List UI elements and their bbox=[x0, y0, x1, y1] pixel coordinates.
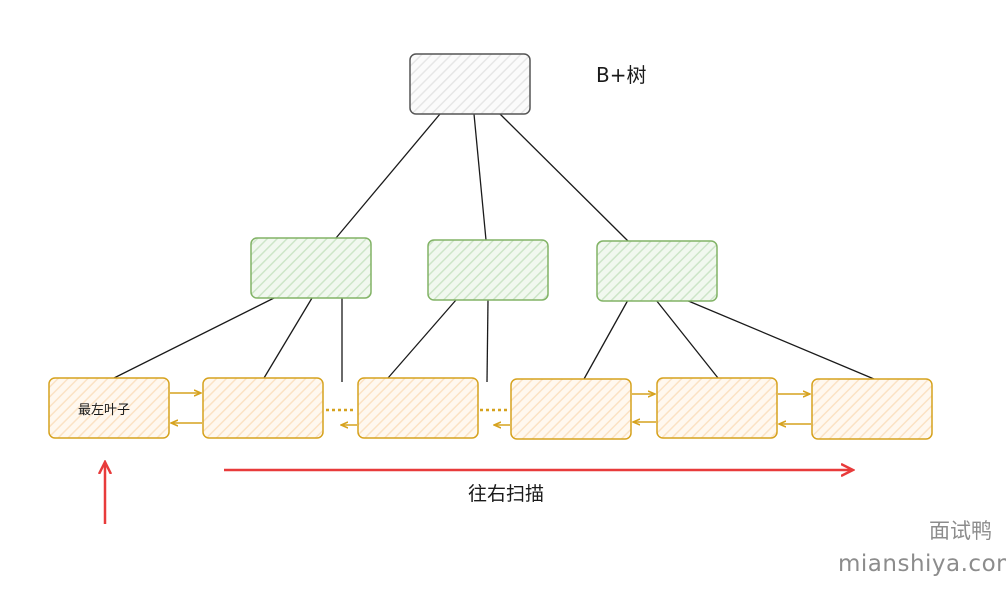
edge-internal-middle-leaf-3 bbox=[387, 299, 457, 379]
leaf-node-2 bbox=[202, 377, 324, 439]
watermark-chinese: 面试鸭 bbox=[929, 519, 992, 543]
edge-internal-left-leaf-2 bbox=[263, 297, 313, 379]
leaf-node-6 bbox=[811, 378, 933, 440]
leaf-links bbox=[170, 393, 811, 425]
edge-internal-right-leaf-5 bbox=[655, 299, 719, 379]
root-node bbox=[409, 53, 531, 115]
watermark-domain: mianshiya.com bbox=[838, 551, 1006, 577]
leaf-first-label: 最左叶子 bbox=[78, 403, 130, 418]
edge-internal-middle-pointer bbox=[486, 299, 489, 383]
leaf-node-1 bbox=[48, 377, 170, 439]
edge-internal-right-leaf-4 bbox=[583, 299, 629, 380]
edge-root-internal-left bbox=[335, 113, 441, 239]
leaf-node-3 bbox=[357, 377, 479, 439]
scan-label: 往右扫描 bbox=[468, 483, 544, 505]
leaf-nodes bbox=[48, 377, 933, 440]
internal-nodes bbox=[250, 237, 718, 302]
edge-root-internal-right bbox=[499, 113, 629, 242]
internal-leaf-edges bbox=[113, 296, 875, 383]
edge-root-internal-middle bbox=[473, 113, 487, 241]
edge-internal-right-leaf-6 bbox=[685, 299, 875, 380]
internal-node-middle bbox=[427, 239, 549, 301]
leaf-node-4 bbox=[510, 378, 632, 440]
internal-node-right bbox=[596, 240, 718, 302]
internal-node-left bbox=[250, 237, 372, 299]
diagram-title: B+树 bbox=[596, 63, 646, 87]
leaf-node-5 bbox=[656, 377, 778, 439]
root-child-edges bbox=[335, 113, 629, 242]
edge-internal-left-leaf-1 bbox=[113, 296, 277, 379]
